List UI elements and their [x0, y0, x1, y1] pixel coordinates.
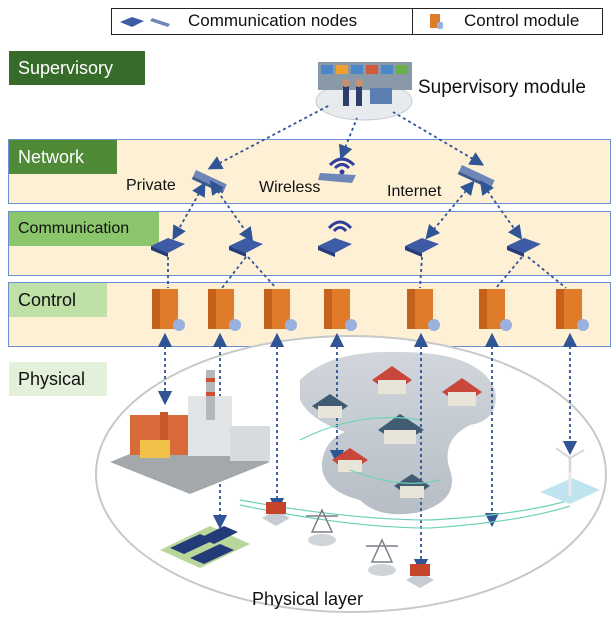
link-wireless-supervisory — [338, 117, 358, 160]
control-module-1 — [152, 289, 185, 331]
wind-turbine-icon — [540, 447, 600, 504]
link-internet-comm4 — [425, 180, 475, 240]
communication-node-5 — [507, 238, 541, 257]
substation-icon-1 — [262, 502, 290, 526]
link-comm2-module2 — [221, 256, 247, 289]
substation-icon-2 — [406, 564, 434, 588]
wireless-label: Wireless — [259, 179, 321, 196]
control-module-2 — [208, 289, 241, 331]
communication-node-wireless — [318, 220, 353, 257]
link-internet-supervisory — [392, 111, 485, 166]
power-plant-icon — [110, 370, 270, 494]
house-icon-6 — [394, 474, 430, 498]
link-comm4-module5 — [419, 256, 423, 289]
link-internet-comm5 — [479, 180, 523, 240]
legend: Communication nodes Control module — [111, 8, 603, 35]
control-module-5 — [407, 289, 440, 331]
control-module-7 — [556, 289, 589, 331]
legend-nodes-label: Communication nodes — [188, 11, 358, 30]
network-layer-label: Network — [9, 140, 117, 174]
supervisory-control-room-icon — [315, 62, 413, 121]
communication-node-1 — [151, 238, 185, 257]
internet-label: Internet — [387, 183, 442, 200]
link-comm5-module7 — [527, 256, 567, 289]
network-node-private — [191, 170, 227, 194]
communication-node-4 — [405, 238, 439, 257]
link-comm5-module6 — [495, 256, 523, 289]
network-node-wireless — [318, 157, 356, 183]
transmission-tower-1 — [306, 508, 338, 546]
link-comm2-module3 — [247, 256, 277, 289]
network-node-internet — [457, 165, 495, 190]
house-icon-1 — [372, 366, 412, 394]
communication-node-legend-icon — [120, 17, 170, 27]
physical-layer-caption: Physical layer — [252, 589, 364, 609]
control-module-legend-icon — [430, 14, 443, 29]
link-private-comm2 — [209, 180, 254, 242]
private-label: Private — [126, 177, 176, 194]
house-icon-4 — [378, 414, 424, 444]
legend-divider — [412, 9, 413, 34]
control-module-6 — [479, 289, 512, 331]
house-icon-5 — [332, 448, 368, 472]
physical-layer-label: Physical — [9, 362, 107, 396]
control-layer-label: Control — [9, 283, 107, 317]
transmission-tower-2 — [366, 538, 398, 576]
communication-layer-label: Communication — [9, 212, 159, 246]
house-icon-2 — [442, 378, 482, 406]
supervisory-module-label: Supervisory module — [418, 77, 586, 98]
solar-farm-icon — [160, 526, 250, 568]
legend-control-label: Control module — [464, 11, 580, 30]
control-module-4 — [324, 289, 357, 331]
link-private-comm1 — [172, 181, 206, 241]
link-private-supervisory — [207, 104, 331, 170]
control-module-3 — [264, 289, 297, 331]
supervisory-layer-label: Supervisory — [9, 51, 145, 85]
communication-node-2 — [229, 238, 263, 257]
house-icon-3 — [312, 394, 348, 418]
power-lines — [239, 416, 571, 529]
